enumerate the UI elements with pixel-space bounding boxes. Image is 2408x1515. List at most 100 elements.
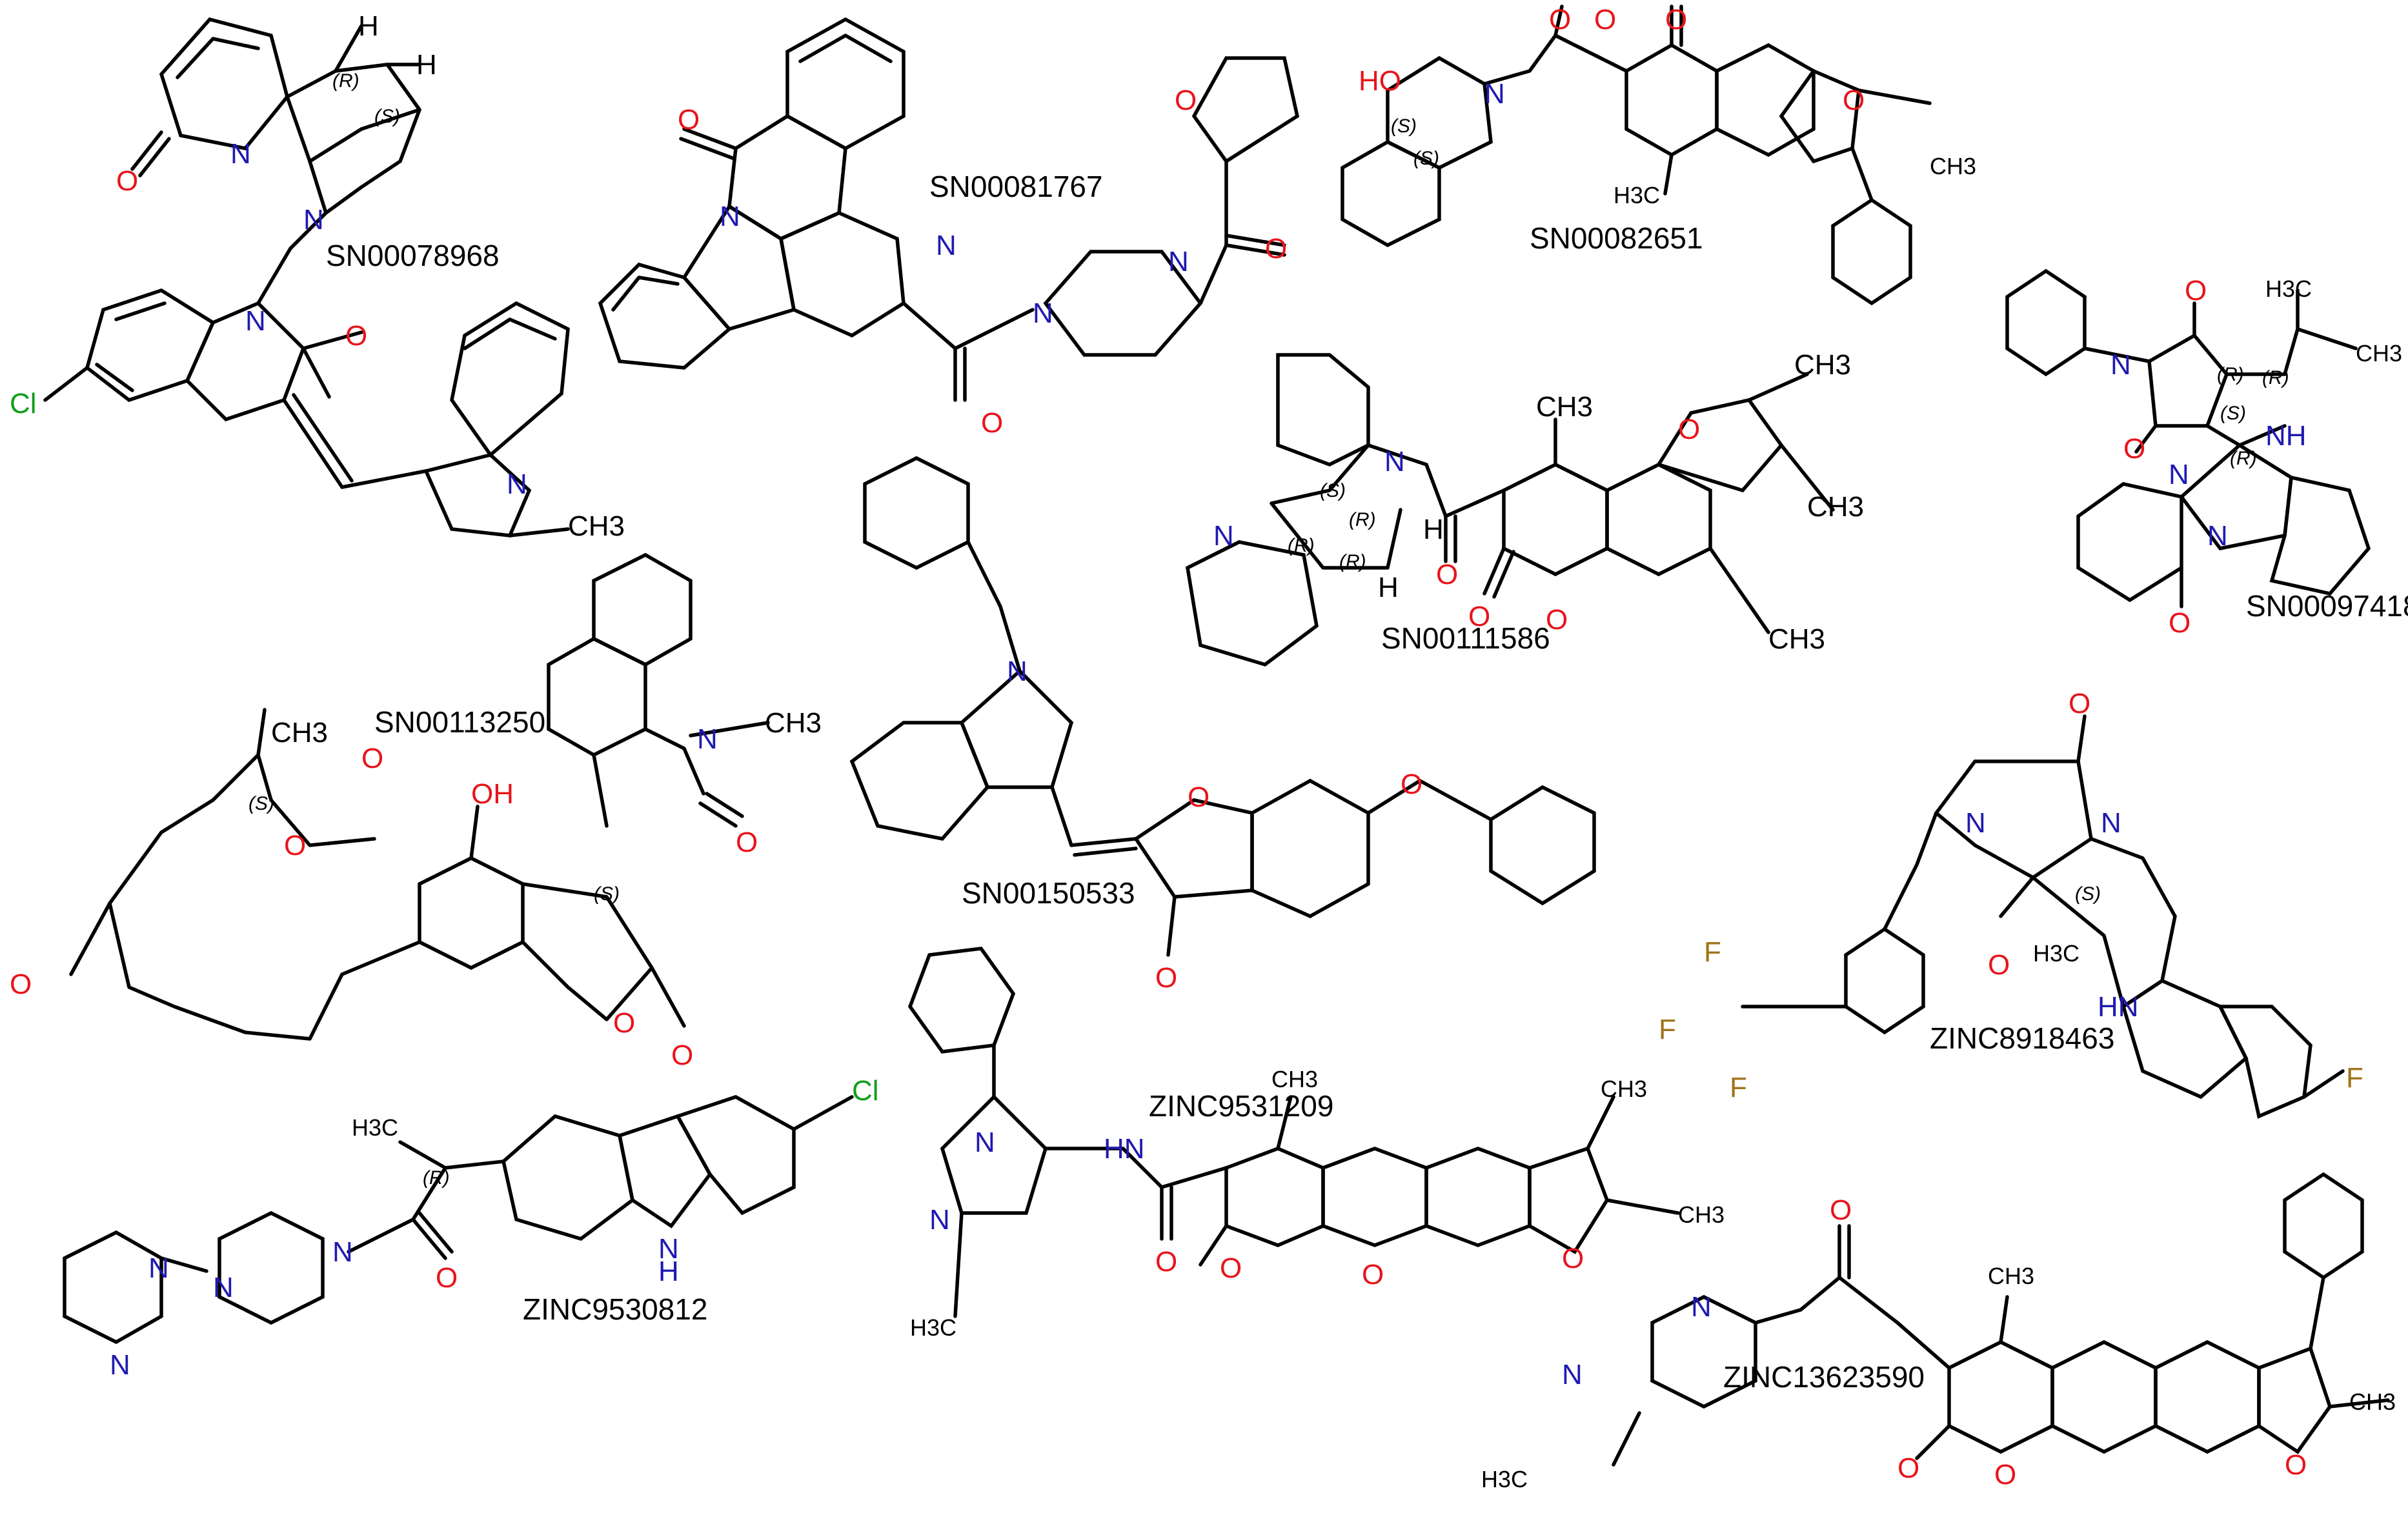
- atom-o: O: [1994, 1459, 2016, 1490]
- atom-o: O: [1155, 1246, 1177, 1278]
- stereo-r: (R): [332, 70, 359, 92]
- atom-h3c: H3C: [2033, 940, 2079, 967]
- atom-o: O: [1562, 1243, 1584, 1274]
- stereo-r: (R): [2230, 448, 2257, 469]
- atom-o: O: [1175, 85, 1197, 116]
- molecule-zinc8918463: O N N O HN F F F F H3C (S) ZINC8918463: [1659, 688, 2363, 1119]
- stereo-r: (R): [423, 1167, 450, 1189]
- atom-o: O: [345, 320, 367, 352]
- atom-o: O: [1843, 85, 1865, 116]
- molecule-id: SN00111586: [1381, 621, 1550, 655]
- molecule-id: SN00081767: [929, 170, 1103, 203]
- atom-f: F: [2346, 1062, 2363, 1094]
- molecule-zinc9530812: N N N N O N H Cl H3C (R) ZINC9530812: [63, 1075, 879, 1381]
- atom-n: N: [2207, 520, 2228, 552]
- atom-n: N: [1562, 1359, 1583, 1390]
- atom-o: O: [1549, 4, 1571, 35]
- atom-o: O: [1362, 1259, 1384, 1290]
- atom-o: O: [1546, 604, 1568, 636]
- atom-n: N: [332, 1236, 353, 1268]
- stereo-r: (R): [1349, 509, 1376, 530]
- atom-ch3: CH3: [765, 707, 822, 739]
- atom-o: O: [1665, 4, 1687, 35]
- atom-n: N: [303, 204, 324, 236]
- atom-ch3: CH3: [271, 717, 328, 748]
- stereo-s: (S): [2220, 403, 2246, 424]
- atom-o: O: [116, 165, 138, 197]
- atom-o: O: [284, 830, 306, 861]
- stereo-r: (R): [2217, 364, 2244, 385]
- molecule-sn00111586: N N H H O O O O CH3 CH3 CH3 CH3 (S) (R) …: [1185, 349, 1864, 667]
- atom-h: H: [358, 10, 379, 42]
- atom-o: O: [1220, 1252, 1242, 1284]
- atom-o: O: [1594, 4, 1616, 35]
- atom-ch3: CH3: [2356, 340, 2402, 366]
- atom-o: O: [2285, 1449, 2307, 1481]
- atom-h3c: H3C: [352, 1114, 398, 1141]
- atom-n: N: [975, 1127, 995, 1158]
- molecule-id: SN00078968: [326, 239, 500, 272]
- atom-o: O: [1678, 414, 1700, 445]
- atom-ch3: CH3: [1807, 491, 1864, 523]
- atom-o: O: [671, 1039, 693, 1071]
- atom-o: O: [1155, 962, 1177, 994]
- atom-nh: NH: [2265, 420, 2307, 452]
- molecule-id: SN00113250: [374, 705, 545, 739]
- molecule-sn00078968: N N N N O O Cl H H CH3 (R) (S) SN0007896…: [10, 10, 625, 542]
- atom-n: N: [245, 305, 266, 337]
- atom-n: N: [110, 1349, 130, 1381]
- atom-ch3: CH3: [1988, 1263, 2034, 1289]
- atom-cl: Cl: [852, 1075, 879, 1107]
- molecule-sn00097418: N O O NH N N O H3C CH3 (R) (R) (S) (R) S…: [2005, 268, 2408, 639]
- stereo-r: (R): [1288, 535, 1315, 556]
- atom-n: N: [2110, 349, 2131, 381]
- atom-n: N: [213, 1272, 234, 1303]
- atom-n: N: [1965, 807, 1986, 839]
- atom-n: N: [697, 723, 718, 755]
- molecule-id: SN00150533: [962, 876, 1135, 910]
- molecule-id: ZINC9530812: [523, 1292, 707, 1326]
- molecule-sn00113250: N O OH O O O O O CH3 CH3 (S) (S) SN00113…: [10, 552, 822, 1071]
- atom-f: F: [1659, 1014, 1676, 1045]
- atom-o: O: [2185, 275, 2207, 306]
- atom-o: O: [678, 104, 700, 135]
- atom-o: O: [1265, 233, 1287, 265]
- atom-ch3: CH3: [1271, 1066, 1318, 1092]
- atom-f: F: [1704, 936, 1721, 968]
- atom-o: O: [436, 1262, 458, 1294]
- atom-o: O: [1897, 1452, 1919, 1484]
- atom-n: N: [2101, 807, 2121, 839]
- stereo-r: (R): [1339, 551, 1366, 572]
- atom-ch3: CH3: [1536, 391, 1593, 423]
- atom-h3c: H3C: [910, 1314, 956, 1341]
- atom-o: O: [1468, 601, 1490, 632]
- atom-n: N: [507, 468, 527, 500]
- atom-n: N: [1033, 297, 1053, 329]
- stereo-s: (S): [2075, 883, 2101, 905]
- atom-n: N: [1484, 78, 1505, 110]
- atom-h3c: H3C: [1481, 1466, 1528, 1492]
- atom-ch3: CH3: [1601, 1076, 1647, 1102]
- atom-ho: HO: [1359, 65, 1401, 97]
- atom-n: N: [1213, 520, 1234, 552]
- atom-o: O: [10, 968, 32, 1000]
- molecule-id: SN00097418: [2246, 589, 2408, 623]
- atom-nh: HN: [1104, 1133, 1145, 1165]
- atom-n: N: [929, 1204, 950, 1236]
- atom-f: F: [1730, 1072, 1747, 1103]
- stereo-s: (S): [248, 793, 274, 814]
- atom-o: O: [1188, 781, 1209, 813]
- atom-o: O: [1988, 949, 2010, 981]
- atom-h: H: [1378, 572, 1399, 603]
- atom-o: O: [981, 407, 1003, 439]
- atom-n: N: [148, 1252, 169, 1284]
- atom-ch3: CH3: [1930, 153, 1976, 179]
- atom-h3c: H3C: [2265, 276, 2312, 302]
- atom-n: N: [2169, 459, 2189, 490]
- atom-n: N: [1691, 1291, 1712, 1323]
- atom-o: O: [361, 743, 383, 774]
- atom-o: O: [1436, 559, 1458, 590]
- atom-o: O: [2069, 688, 2090, 719]
